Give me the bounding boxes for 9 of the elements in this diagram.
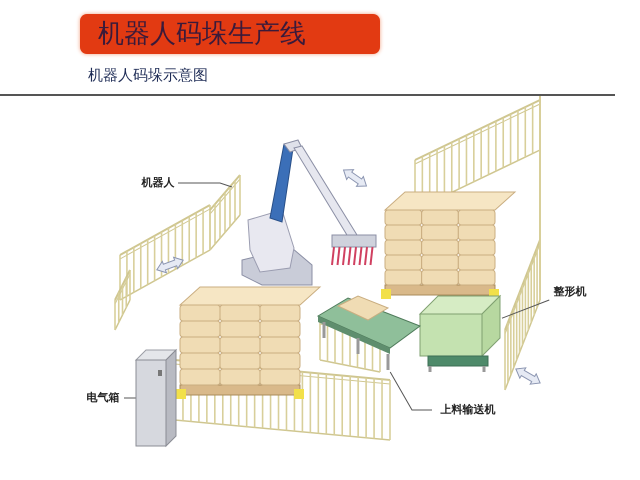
- part-label: 电气箱: [82, 390, 124, 406]
- part-label: 整形机: [548, 284, 592, 300]
- subtitle: 机器人码垛示意图: [88, 66, 208, 85]
- part-label: 机器人: [138, 175, 178, 191]
- leader-line: [178, 182, 232, 188]
- part-label: 上料输送机: [432, 402, 504, 418]
- title-banner: 机器人码垛生产线: [80, 14, 380, 54]
- leader-line: [390, 372, 432, 410]
- leader-line: [502, 300, 550, 319]
